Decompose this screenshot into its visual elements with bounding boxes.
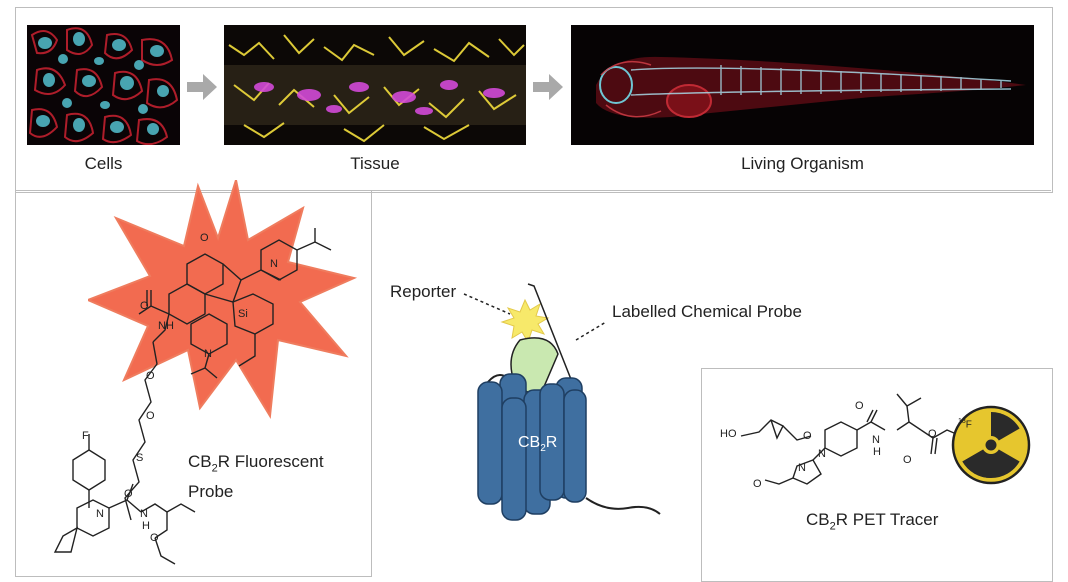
labelled-probe-label: Labelled Chemical Probe [612,302,802,321]
organism-caption: Living Organism [741,154,864,173]
atom-label: O [146,410,155,422]
atom-label: N [798,462,806,474]
atom-label: O [903,454,912,466]
atom-label: H [873,446,881,458]
left-panel-frame [15,190,372,577]
atom-label: F [82,430,89,442]
atom-label: O [150,532,159,544]
atom-label: O [855,400,864,412]
atom-label: N [204,348,212,360]
atom-label: H [142,520,150,532]
top-panel-frame [15,7,1053,193]
pet-tracer-structure [701,368,1051,580]
arrow-right-icon [187,74,217,100]
atom-label: N [96,508,104,520]
fluorescent-probe-structure [15,190,370,580]
cells-image [27,25,180,145]
atom-label: N [872,434,880,446]
cells-caption: Cells [84,154,123,173]
atom-label: O [803,430,812,442]
cb2r-label: CB2R [518,434,558,455]
atom-label: Si [238,308,248,320]
atom-label: N [818,448,826,460]
atom-label: S [136,452,144,464]
atom-label: N [140,508,148,520]
radiation-icon [950,404,1032,486]
atom-label: O [753,478,762,490]
atom-label: O [140,300,149,312]
organism-image [571,25,1034,145]
atom-label: O [124,488,133,500]
atom-label: O [928,428,937,440]
atom-label: HO [720,428,737,440]
arrow-right-icon [533,74,563,100]
tissue-image [224,25,526,145]
atom-label: 18F [958,418,972,431]
atom-label: NH [158,320,174,332]
center-divider [370,190,1051,191]
atom-label: O [200,232,209,244]
cb2r-receptor-diagram [380,262,680,532]
reporter-label: Reporter [390,282,457,301]
atom-label: O [146,370,155,382]
atom-label: N [270,258,278,270]
fluorescent-probe-label: CB2R Fluorescent Probe [188,452,324,502]
tissue-caption: Tissue [350,154,400,173]
pet-tracer-label: CB2R PET Tracer [806,510,939,533]
